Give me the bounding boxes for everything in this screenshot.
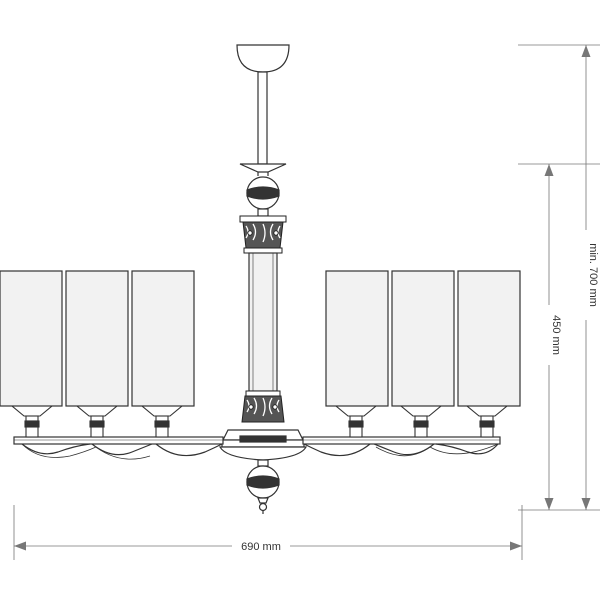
width-dimension	[13, 505, 523, 560]
left-arms	[13, 436, 224, 460]
holder-6	[465, 405, 509, 438]
shade-2	[65, 270, 129, 407]
lower-capital	[241, 390, 285, 423]
holder-3	[140, 405, 184, 438]
lamp-shades	[0, 270, 521, 407]
holder-5	[399, 405, 443, 438]
holder-4	[334, 405, 378, 438]
width-label: 690 mm	[241, 541, 281, 553]
upper-capital	[239, 215, 287, 254]
shade-3	[131, 270, 195, 407]
rod-cone	[239, 163, 287, 176]
right-arms	[302, 436, 501, 457]
shade-6	[457, 270, 521, 407]
candle-holders	[10, 405, 509, 438]
drop-label: 450 mm	[550, 315, 562, 355]
central-hub	[218, 429, 308, 461]
shade-1	[0, 270, 63, 407]
suspension-rod	[257, 71, 268, 165]
shade-4	[325, 270, 389, 407]
total-height-dimension	[518, 44, 600, 510]
ceiling-canopy	[236, 44, 290, 73]
holder-2	[75, 405, 119, 438]
finial	[257, 497, 269, 514]
total-height-label: min. 700 mm	[587, 243, 599, 307]
central-column	[248, 252, 278, 392]
lower-ball	[246, 459, 280, 499]
holder-1	[10, 405, 54, 438]
shade-5	[391, 270, 455, 407]
upper-ball	[246, 176, 280, 217]
